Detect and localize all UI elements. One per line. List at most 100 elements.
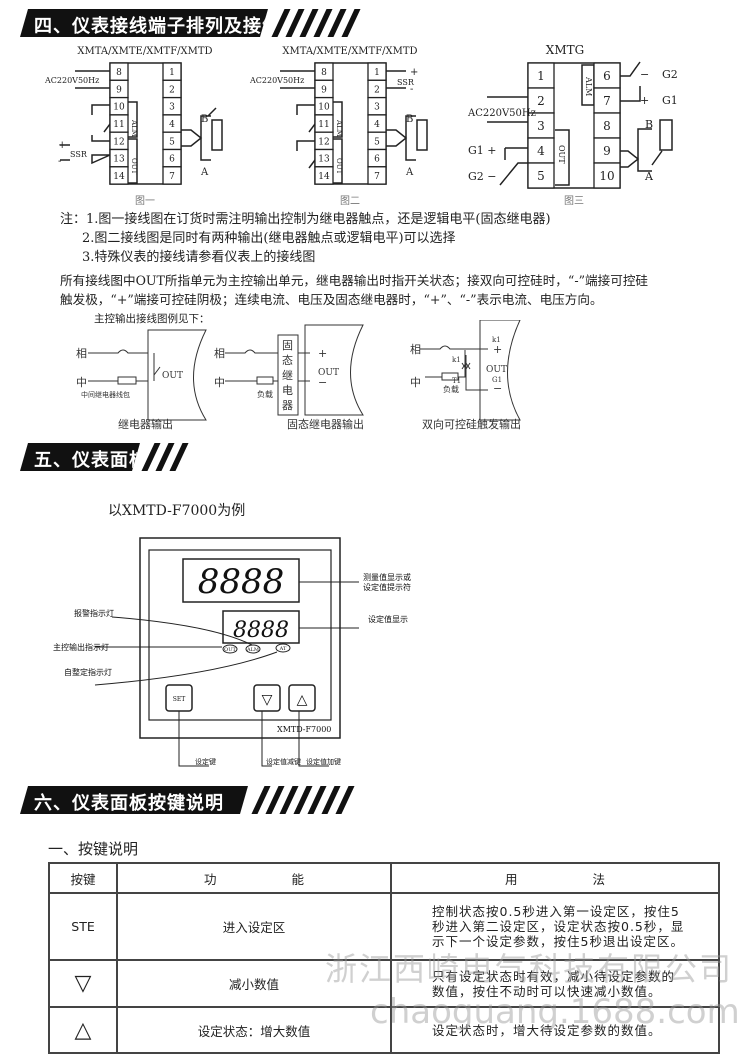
triac-t1: T1: [452, 377, 461, 385]
output-wiring-examples: 相 中 中间继电器线包 OUT 继电器输出 相 中 负载 固 态 继 电 器 +…: [76, 320, 521, 431]
usage-cell: 设定状态时，增大待设定参数的数值。: [390, 1006, 720, 1054]
terminal-number: 13: [113, 155, 125, 165]
terminal-number: 3: [374, 103, 380, 113]
function-cell: 进入设定区: [116, 892, 392, 961]
terminal-cell: [527, 137, 555, 164]
fig1-alm: ALM: [130, 119, 138, 137]
terminal-number: 5: [169, 137, 175, 147]
set-key-label: SET: [173, 696, 186, 703]
terminal-number: 12: [113, 137, 124, 147]
terminal-cell: [367, 166, 387, 185]
wiring-diagrams: 8910111213141234567891011121314123456712…: [44, 43, 678, 207]
relay-neutral: 中: [76, 376, 87, 389]
up-key-glyph: △: [297, 692, 308, 708]
ssr-phase: 相: [214, 347, 225, 360]
triac-neutral: 中: [410, 376, 421, 389]
header-function: 功 能: [116, 862, 392, 894]
terminal-number: 10: [599, 169, 614, 183]
terminal-number: 8: [321, 68, 327, 78]
fig2-caption: 图二: [340, 195, 360, 207]
usage-cell: 只有设定状态时有效，减小待设定参数的数值，按住不动时可以快速减小数值。: [390, 959, 720, 1008]
sv-label: 设定值显示: [368, 614, 408, 624]
triac-k1-terminal: k1: [492, 336, 501, 344]
fig3-power: AC220V50Hz: [467, 108, 536, 119]
fig1-minus: -: [58, 156, 61, 167]
fig3-g2-minus: G2 −: [468, 170, 497, 183]
fig1-caption: 图一: [135, 195, 155, 207]
fig3-alm: ALM: [584, 76, 593, 96]
header-key: 按键: [48, 862, 118, 894]
triac-out: OUT: [486, 365, 507, 375]
terminal-number: 9: [116, 85, 122, 95]
relay-caption: 继电器输出: [118, 417, 173, 431]
pv-display: 8888: [198, 562, 285, 602]
key-cell: ▽: [48, 959, 118, 1008]
output-example-heading: 主控输出接线图例见下：: [94, 313, 210, 325]
ssr-load: 负载: [257, 389, 273, 399]
triac-caption: 双向可控硅触发输出: [422, 417, 521, 431]
ssr-box-char: 态: [282, 354, 293, 367]
fig1-out: OUT: [130, 158, 138, 175]
terminal-number: 8: [116, 68, 122, 78]
terminal-number: 1: [537, 69, 545, 83]
fig3-minus: −: [640, 68, 649, 81]
triac-k1: k1: [452, 356, 461, 364]
fig2-a: A: [405, 167, 414, 178]
out-paragraph-line2: 触发极，“+”端接可控硅阴极；连续电流、电压及固态继电器时，“+”、“-”表示电…: [60, 292, 603, 307]
terminal-cell: [162, 166, 182, 185]
fig2-b: B: [406, 114, 413, 125]
terminal-number: 4: [374, 120, 380, 130]
terminal-number: 3: [169, 103, 175, 113]
terminal-number: 8: [603, 119, 611, 133]
fig3-g2: G2: [662, 68, 678, 81]
terminal-number: 7: [169, 172, 175, 182]
fig2-alm: ALM: [335, 119, 343, 137]
terminal-number: 6: [603, 69, 611, 83]
terminal-number: 2: [374, 85, 380, 95]
fig2-minus: -: [410, 84, 413, 95]
relay-phase: 相: [76, 347, 87, 360]
section-title: 四、仪表接线端子排列及接线: [34, 16, 281, 37]
ssr-neutral: 中: [214, 376, 225, 389]
note-2: 2.图二接线图是同时有两种输出(继电器触点或逻辑电平)可以选择: [82, 231, 456, 246]
fig1-b: B: [201, 114, 208, 125]
triac-g1: G1: [492, 376, 502, 384]
down-key-glyph: ▽: [262, 692, 273, 708]
terminal-number: 6: [374, 155, 380, 165]
ssr-out: OUT: [318, 368, 339, 378]
triac-load: 负载: [443, 384, 459, 394]
key-cell: △: [48, 1006, 118, 1054]
up-key[interactable]: [288, 684, 316, 712]
terminal-number: 10: [113, 103, 125, 113]
at-led-label: AT: [279, 646, 287, 652]
terminal-number: 6: [169, 155, 175, 165]
ssr-caption: 固态继电器输出: [287, 417, 364, 431]
triac-phase: 相: [410, 343, 421, 356]
alm-led-label: ALM: [246, 647, 259, 653]
down-key[interactable]: [253, 684, 281, 712]
section-header-keys: 六、仪表面板按键说明: [20, 786, 360, 814]
keys-subtitle: 一、按键说明: [48, 840, 139, 858]
at-led: [275, 643, 291, 653]
front-panel-diagram: 8888 8888 OUT ALM AT SET ▽ △ XMTD-F7000 …: [53, 537, 411, 767]
terminal-number: 14: [113, 172, 125, 182]
terminal-cell: [109, 166, 129, 185]
fig1-a: A: [200, 167, 209, 178]
fig3-a: A: [644, 170, 654, 183]
out-led-caption: 主控输出指示灯: [53, 642, 109, 652]
alm-led: [245, 644, 261, 654]
terminal-cell: [593, 62, 621, 89]
fig3-title: XMTG: [546, 43, 584, 57]
set-key-caption: 设定键: [195, 757, 216, 766]
up-key-caption: 设定值加键: [306, 757, 341, 766]
fig3-plus: +: [640, 94, 649, 107]
alarm-led-caption: 报警指示灯: [74, 608, 114, 618]
key-description-table: 按键 功 能 用 法 STE 进入设定区 控制状态按0.5秒进入第一设定区，按住…: [48, 862, 720, 1054]
out-led: [222, 644, 238, 654]
down-key-caption: 设定值减键: [266, 757, 301, 766]
terminal-number: 4: [537, 144, 545, 158]
at-led-caption: 自整定指示灯: [64, 667, 112, 677]
ssr-box-char: 电: [282, 384, 293, 397]
terminal-number: 2: [169, 85, 175, 95]
